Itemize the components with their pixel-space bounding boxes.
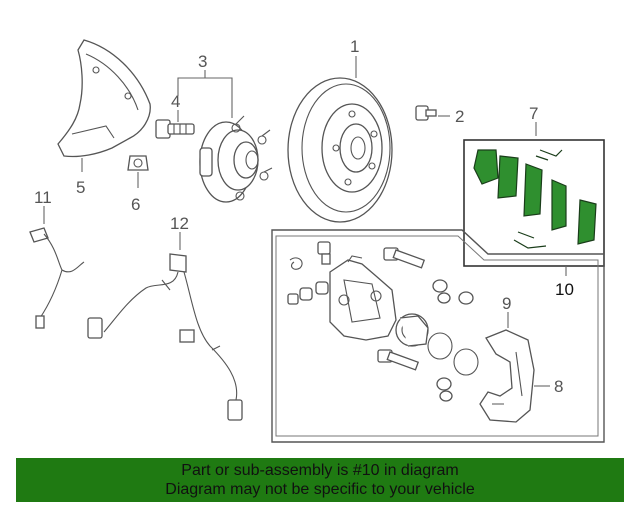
callout-5: 5 bbox=[76, 178, 85, 197]
part-8-caliper-bracket[interactable] bbox=[479, 329, 535, 423]
callout-4: 4 bbox=[171, 92, 180, 111]
part-5-dust-shield[interactable] bbox=[57, 39, 151, 158]
part-2-screw[interactable] bbox=[415, 105, 437, 121]
footer-line-1: Part or sub-assembly is #10 in diagram bbox=[181, 462, 459, 479]
caliper-body[interactable] bbox=[329, 255, 397, 341]
callout-9: 9 bbox=[502, 294, 511, 313]
callout-3: 3 bbox=[198, 52, 207, 71]
part-11-sensor-wire[interactable] bbox=[29, 227, 85, 329]
callout-8: 8 bbox=[554, 377, 563, 396]
callout-2: 2 bbox=[455, 107, 464, 126]
callout-1: 1 bbox=[350, 37, 359, 56]
callout-12: 12 bbox=[170, 214, 189, 233]
footer-notice-banner: Part or sub-assembly is #10 in diagram D… bbox=[16, 458, 624, 502]
pad-kit-frame bbox=[463, 139, 605, 267]
caliper-assembly-inner-frame bbox=[275, 235, 599, 437]
callout-7: 7 bbox=[529, 104, 538, 123]
part-1-brake-rotor[interactable] bbox=[287, 77, 393, 223]
part-12-abs-sensor[interactable] bbox=[87, 253, 243, 421]
caliper-piston[interactable] bbox=[395, 313, 429, 347]
caliper-assembly-frame bbox=[271, 229, 605, 443]
part-6-bolt[interactable] bbox=[127, 155, 149, 171]
leader-3 bbox=[177, 70, 233, 118]
part-4-hub-bolt[interactable] bbox=[155, 119, 195, 139]
part-10-brake-pad-set[interactable] bbox=[473, 149, 597, 249]
callout-10: 10 bbox=[555, 280, 574, 299]
callout-6: 6 bbox=[131, 195, 140, 214]
part-3-wheel-hub[interactable] bbox=[199, 115, 273, 203]
caliper-hardware[interactable] bbox=[287, 241, 474, 402]
caliper-seals[interactable] bbox=[427, 332, 479, 376]
callout-11: 11 bbox=[34, 188, 52, 207]
footer-line-2: Diagram may not be specific to your vehi… bbox=[165, 481, 475, 498]
